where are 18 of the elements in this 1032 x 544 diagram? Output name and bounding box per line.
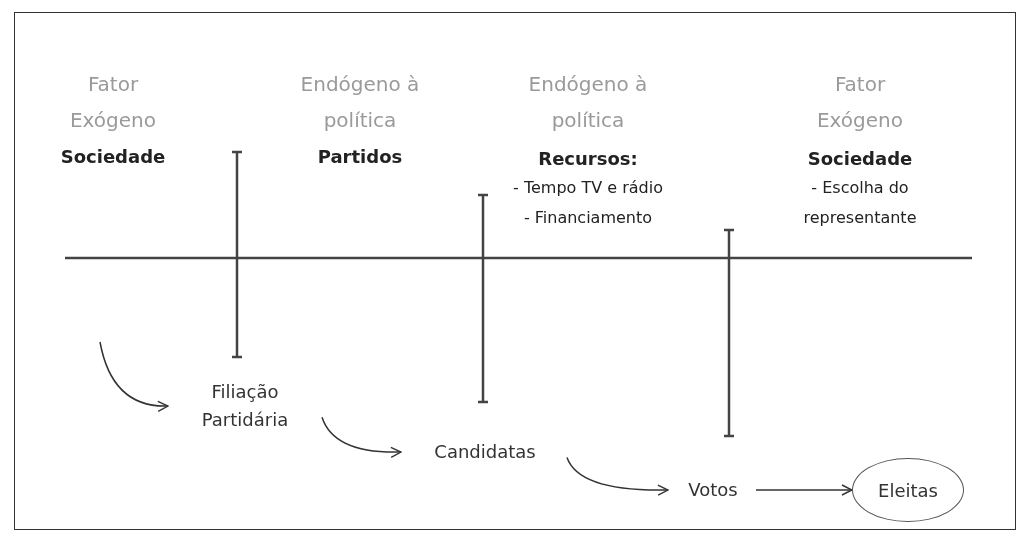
category-heading: Fator Exógeno (816, 71, 904, 134)
category-heading: Fator Exógeno (69, 71, 157, 134)
heading: Sociedade (59, 145, 167, 169)
curved-arrow (566, 456, 669, 496)
stage-label: Filiação Partidária (190, 378, 300, 434)
category-heading: Endógeno à política (527, 71, 649, 134)
heading: Sociedade (806, 147, 914, 171)
list-item: - Tempo TV e rádio (512, 177, 664, 199)
list-item: - Financiamento (522, 207, 654, 229)
category-heading: Endógeno à política (299, 71, 421, 134)
curved-arrow (321, 416, 402, 458)
stage-label: Votos (680, 476, 746, 504)
arrow (755, 484, 853, 496)
heading: Recursos: (537, 147, 639, 171)
list-item: - Escolha do representante (802, 177, 918, 229)
stage-label: Candidatas (425, 438, 545, 466)
curved-arrow (99, 341, 169, 412)
heading: Partidos (316, 145, 404, 169)
